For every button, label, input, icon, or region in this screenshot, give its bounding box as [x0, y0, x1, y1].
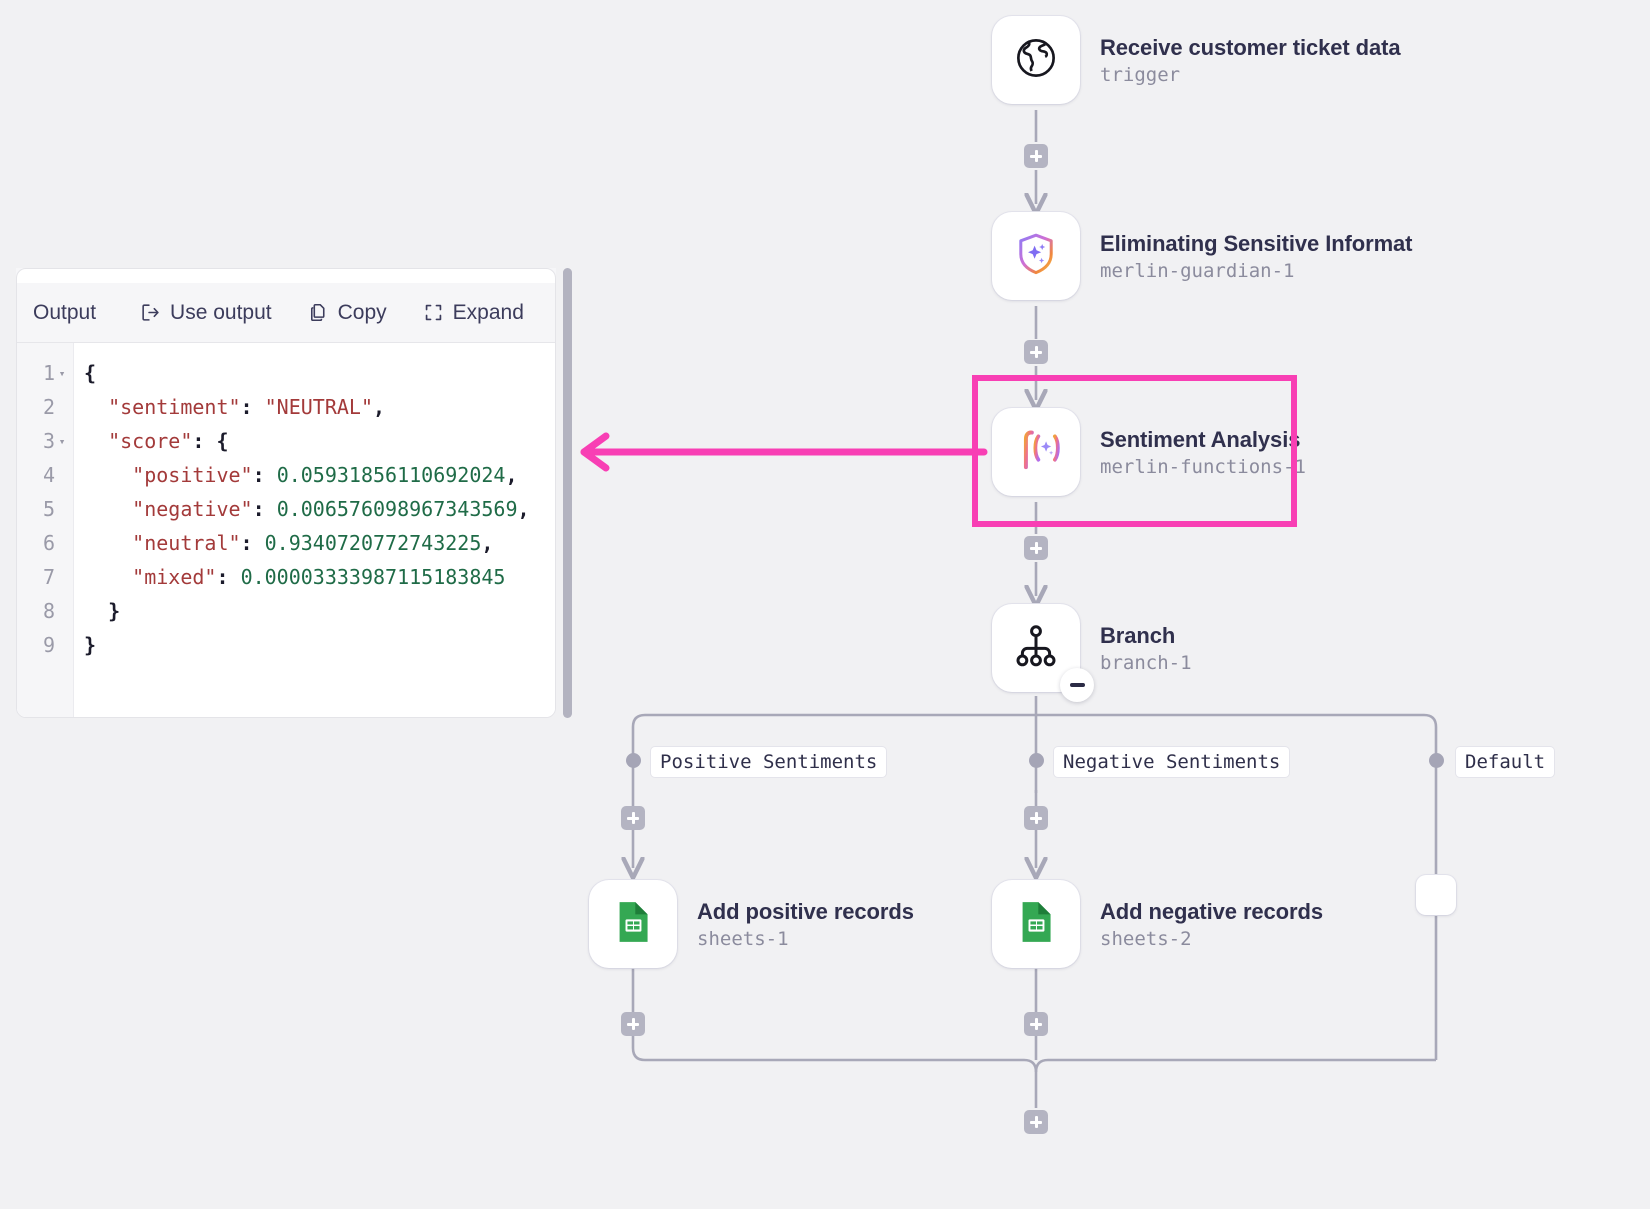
node-subtitle: merlin-guardian-1	[1100, 259, 1295, 282]
google-sheets-icon	[610, 899, 656, 950]
node-label-group: Branch branch-1	[1100, 623, 1192, 674]
node-label-group: Add negative records sheets-2	[1100, 899, 1323, 950]
node-title: Eliminating Sensitive Informat	[1100, 230, 1413, 256]
node-subtitle: branch-1	[1100, 651, 1192, 674]
branch-label-positive[interactable]: Positive Sentiments	[651, 747, 887, 777]
expand-label: Expand	[452, 300, 524, 324]
code-line: }	[108, 599, 121, 623]
node-label-group: Receive customer ticket data trigger	[1100, 34, 1401, 86]
add-step-button-trigger-guardian[interactable]	[1024, 144, 1048, 168]
code-line: "sentiment": "NEUTRAL",	[108, 395, 386, 419]
add-step-button-guardian-sentiment[interactable]	[1024, 340, 1048, 364]
add-step-button-after-merge[interactable]	[1024, 1110, 1048, 1134]
node-title: Receive customer ticket data	[1100, 34, 1401, 60]
branch-connector-dot-positive[interactable]	[626, 753, 641, 768]
add-step-button-sentiment-branch[interactable]	[1024, 536, 1048, 560]
line-number: 7▾	[42, 565, 55, 589]
node-subtitle: sheets-2	[1100, 927, 1192, 950]
add-step-button-after-sheets-2[interactable]	[1024, 1012, 1048, 1036]
node-icon-box[interactable]	[589, 880, 677, 968]
line-number: 8▾	[42, 599, 55, 623]
node-sentiment-analysis[interactable]: Sentiment Analysis merlin-functions-1	[992, 408, 1306, 496]
fold-toggle-icon[interactable]: ▾	[58, 434, 66, 448]
code-line: "neutral": 0.9340720772743225,	[132, 531, 494, 555]
minus-icon	[1069, 683, 1085, 687]
branch-connector-dot-negative[interactable]	[1029, 753, 1044, 768]
branch-label-negative[interactable]: Negative Sentiments	[1054, 747, 1290, 777]
branch-tree-icon	[1012, 622, 1060, 675]
node-title: Sentiment Analysis	[1100, 426, 1301, 452]
expand-button[interactable]: Expand	[423, 301, 524, 325]
use-output-button[interactable]: Use output	[140, 301, 272, 325]
output-title-label: Output	[33, 300, 97, 324]
line-number: 3▾	[17, 424, 73, 458]
output-title: Output	[33, 301, 96, 325]
add-step-button-positive-branch[interactable]	[621, 806, 645, 830]
node-icon-box[interactable]	[992, 880, 1080, 968]
output-toolbar: Output Use output	[17, 283, 555, 343]
fold-toggle-icon[interactable]: ▾	[58, 366, 66, 380]
node-label-group: Sentiment Analysis merlin-functions-1	[1100, 427, 1306, 478]
node-branch[interactable]: Branch branch-1	[992, 604, 1192, 702]
node-subtitle: sheets-1	[697, 927, 789, 950]
node-eliminating-sensitive-information[interactable]: Eliminating Sensitive Informat merlin-gu…	[992, 212, 1413, 300]
copy-label: Copy	[337, 300, 387, 324]
globe-icon	[1013, 35, 1059, 86]
node-icon-box[interactable]	[992, 16, 1080, 104]
code-line: {	[84, 361, 97, 385]
node-title: Add positive records	[697, 898, 914, 924]
export-arrow-icon	[140, 302, 161, 323]
node-label-group: Eliminating Sensitive Informat merlin-gu…	[1100, 230, 1413, 282]
node-subtitle: trigger	[1100, 63, 1181, 86]
line-number: 5▾	[42, 497, 55, 521]
google-sheets-icon	[1013, 899, 1059, 950]
node-default-empty-placeholder[interactable]	[1416, 875, 1456, 915]
empty-node-icon[interactable]	[1416, 875, 1456, 915]
output-code-viewer[interactable]: 1▾ 2▾ 3▾ 4▾ 5▾ 6▾ 7▾ 8▾ 9▾ { "sentiment": "NEUTR…	[17, 343, 555, 717]
annotation-arrow	[580, 432, 988, 472]
code-line: "positive": 0.05931856110692024,	[132, 463, 518, 487]
shield-sparkle-icon	[1012, 230, 1060, 283]
line-number: 9▾	[42, 633, 55, 657]
sentiment-analysis-highlight-box	[972, 375, 1297, 527]
branch-connector-dot-default[interactable]	[1429, 753, 1444, 768]
line-number: 6▾	[42, 531, 55, 555]
use-output-label: Use output	[170, 300, 272, 324]
code-line: "negative": 0.006576098967343569,	[132, 497, 530, 521]
code-line: "score": {	[108, 429, 229, 453]
output-panel: Output Use output	[16, 268, 556, 718]
code-line: "mixed": 0.00003333987115183845	[132, 565, 506, 589]
node-receive-customer-ticket-data[interactable]: Receive customer ticket data trigger	[992, 16, 1401, 104]
line-number: 4▾	[42, 463, 55, 487]
line-number: 1▾	[17, 356, 73, 390]
node-title: Add negative records	[1100, 898, 1323, 924]
node-icon-box[interactable]	[992, 604, 1094, 702]
code-content[interactable]: { "sentiment": "NEUTRAL", "score": { "po…	[74, 343, 555, 717]
output-panel-scrollbar[interactable]	[563, 268, 572, 718]
node-label-group: Add positive records sheets-1	[697, 899, 914, 950]
code-line: }	[84, 633, 97, 657]
add-step-button-after-sheets-1[interactable]	[621, 1012, 645, 1036]
node-add-negative-records[interactable]: Add negative records sheets-2	[992, 880, 1323, 968]
line-number-gutter: 1▾ 2▾ 3▾ 4▾ 5▾ 6▾ 7▾ 8▾ 9▾	[17, 343, 74, 717]
branch-label-default[interactable]: Default	[1456, 747, 1555, 777]
copy-button[interactable]: Copy	[308, 301, 387, 325]
copy-pages-icon	[308, 302, 329, 323]
node-title: Branch	[1100, 622, 1176, 648]
node-subtitle: merlin-functions-1	[1100, 455, 1306, 478]
node-icon-box[interactable]	[992, 408, 1080, 496]
expand-corners-icon	[423, 302, 444, 323]
node-icon-box[interactable]	[992, 212, 1080, 300]
function-sparkle-icon	[1009, 426, 1063, 479]
add-step-button-negative-branch[interactable]	[1024, 806, 1048, 830]
line-number: 2▾	[42, 395, 55, 419]
collapse-branch-button[interactable]	[1060, 668, 1094, 702]
node-add-positive-records[interactable]: Add positive records sheets-1	[589, 880, 914, 968]
